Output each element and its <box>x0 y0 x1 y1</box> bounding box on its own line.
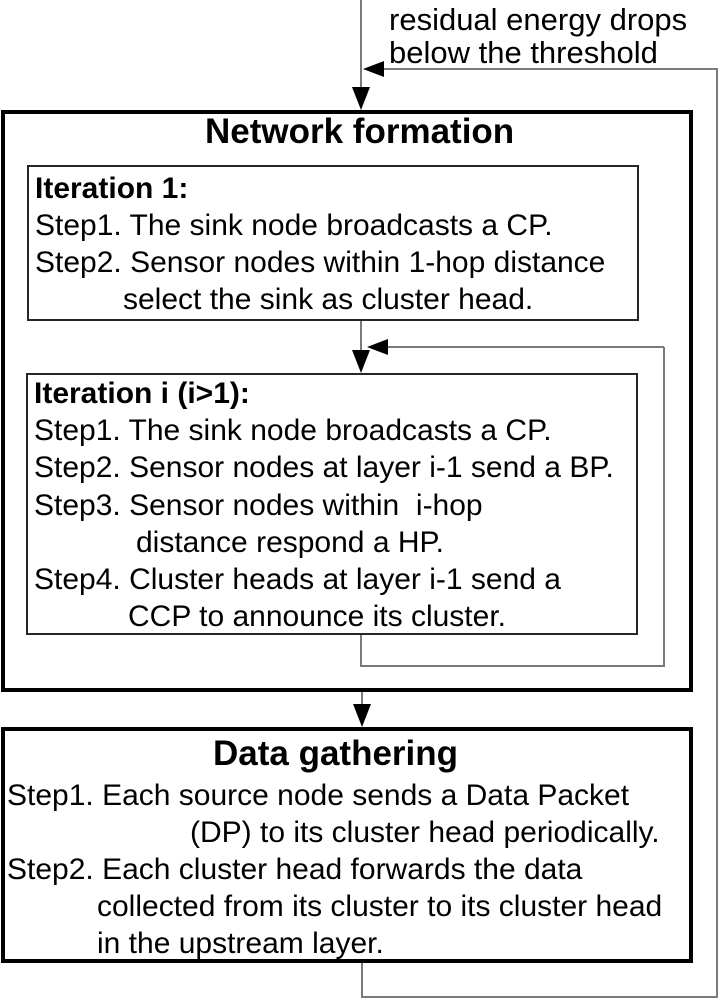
restart-loop-right-line <box>716 68 718 998</box>
arrow-left-icon <box>363 61 384 77</box>
iteration-connector-line <box>360 321 362 354</box>
data-gathering-title: Data gathering <box>213 734 459 773</box>
restart-label-line1: residual energy drops <box>389 2 688 37</box>
data-gathering-exit-line <box>361 961 363 996</box>
entry-connector-line <box>360 0 362 94</box>
iteration-i-box <box>26 373 638 635</box>
iteration1-step2: Step2. Sensor nodes within 1-hop distanc… <box>35 246 606 279</box>
data-gathering-step2-cont2: in the upstream layer. <box>97 927 384 960</box>
iteration1-step1: Step1. The sink node broadcasts a CP. <box>35 209 553 242</box>
arrow-left-icon <box>367 339 388 355</box>
arrow-down-icon <box>353 704 371 727</box>
iteration-i-step1: Step1. The sink node broadcasts a CP. <box>34 414 552 447</box>
iteration-i-heading: Iteration i (i>1): <box>34 377 250 410</box>
iteration-i-step2: Step2. Sensor nodes at layer i-1 send a … <box>34 451 614 484</box>
iteration-i-step3-cont: distance respond a HP. <box>136 526 444 559</box>
restart-loop-bottom-line <box>361 996 717 998</box>
network-formation-box <box>1 110 693 692</box>
data-gathering-step2-cont1: collected from its cluster to its cluste… <box>97 890 663 923</box>
data-gathering-step1-cont: (DP) to its cluster head periodically. <box>190 816 660 849</box>
data-gathering-step1: Step1. Each source node sends a Data Pac… <box>7 779 630 812</box>
iteration-i-exit-line <box>360 635 362 667</box>
iteration1-step2-cont: select the sink as cluster head. <box>123 283 534 316</box>
iteration-loop-top-line <box>386 346 664 348</box>
iteration1-box <box>27 165 639 321</box>
iteration-loop-right-line <box>663 347 665 667</box>
iteration-i-step4: Step4. Cluster heads at layer i-1 send a <box>34 563 561 596</box>
restart-label-line2: below the threshold <box>389 35 658 70</box>
data-gathering-step2: Step2. Each cluster head forwards the da… <box>7 853 583 886</box>
data-gathering-box <box>1 727 693 963</box>
arrow-down-icon <box>352 350 370 373</box>
arrow-down-icon <box>352 87 370 110</box>
network-formation-title: Network formation <box>205 112 515 151</box>
phase-transition-line <box>361 692 363 708</box>
iteration-i-step4-cont: CCP to announce its cluster. <box>128 600 506 633</box>
restart-loop-top-line <box>372 68 718 70</box>
iteration-i-step3: Step3. Sensor nodes within i-hop <box>34 489 483 522</box>
iteration-loop-bottom-line <box>361 665 665 667</box>
iteration1-heading: Iteration 1: <box>35 172 189 205</box>
